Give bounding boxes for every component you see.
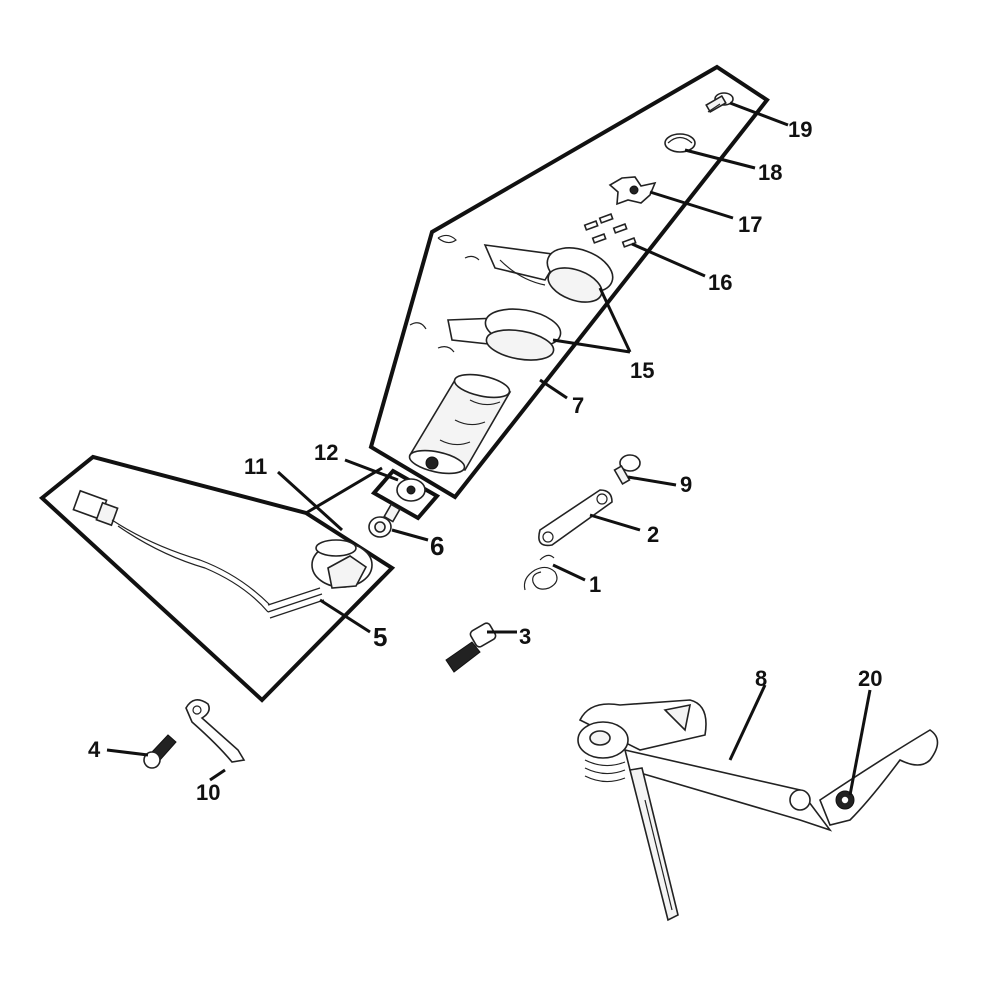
group-5-outline: [38, 454, 396, 703]
shift-drum-icon: [408, 373, 512, 475]
callout-3: 3: [519, 624, 531, 649]
leader-lines: [106, 101, 872, 796]
callout-19: 19: [788, 117, 812, 142]
callout-6: 6: [430, 531, 444, 561]
callout-4: 4: [88, 737, 101, 762]
callout-11: 11: [244, 454, 267, 479]
gear-sensor-5-icon: [72, 489, 373, 619]
callout-15: 15: [630, 358, 654, 383]
bolt-3-icon: [445, 622, 497, 673]
callout-8: 8: [755, 666, 767, 691]
callout-9: 9: [680, 472, 692, 497]
pins-16-icon: [583, 213, 637, 248]
callout-16: 16: [708, 270, 732, 295]
group-7-outline: [368, 64, 770, 500]
callout-2: 2: [647, 522, 659, 547]
bearing-12-icon: [396, 478, 426, 502]
washer-18-icon: [664, 133, 696, 153]
callout-17: 17: [738, 212, 762, 237]
bushing-6-icon: [368, 503, 401, 538]
callout-20: 20: [858, 666, 882, 691]
callout-18: 18: [758, 160, 782, 185]
shift-fork-upper-15-icon: [437, 234, 614, 303]
callout-5: 5: [373, 622, 387, 652]
callout-7: 7: [572, 393, 584, 418]
shift-star-17-icon: [608, 176, 657, 206]
shift-pedal-8-icon: [577, 699, 939, 922]
bolt-19-icon: [705, 92, 734, 114]
nut-20-icon: [835, 790, 855, 810]
bolt-9-icon: [613, 454, 641, 486]
bolt-4-icon: [143, 734, 177, 769]
shift-fork-lower-15-icon: [409, 308, 562, 361]
shift-arm-2-icon: [538, 489, 613, 547]
spring-1-icon: [523, 554, 558, 591]
callout-12: 12: [314, 440, 338, 465]
bracket-10-icon: [185, 699, 246, 763]
callout-1: 1: [589, 572, 601, 597]
callout-10: 10: [196, 780, 220, 805]
